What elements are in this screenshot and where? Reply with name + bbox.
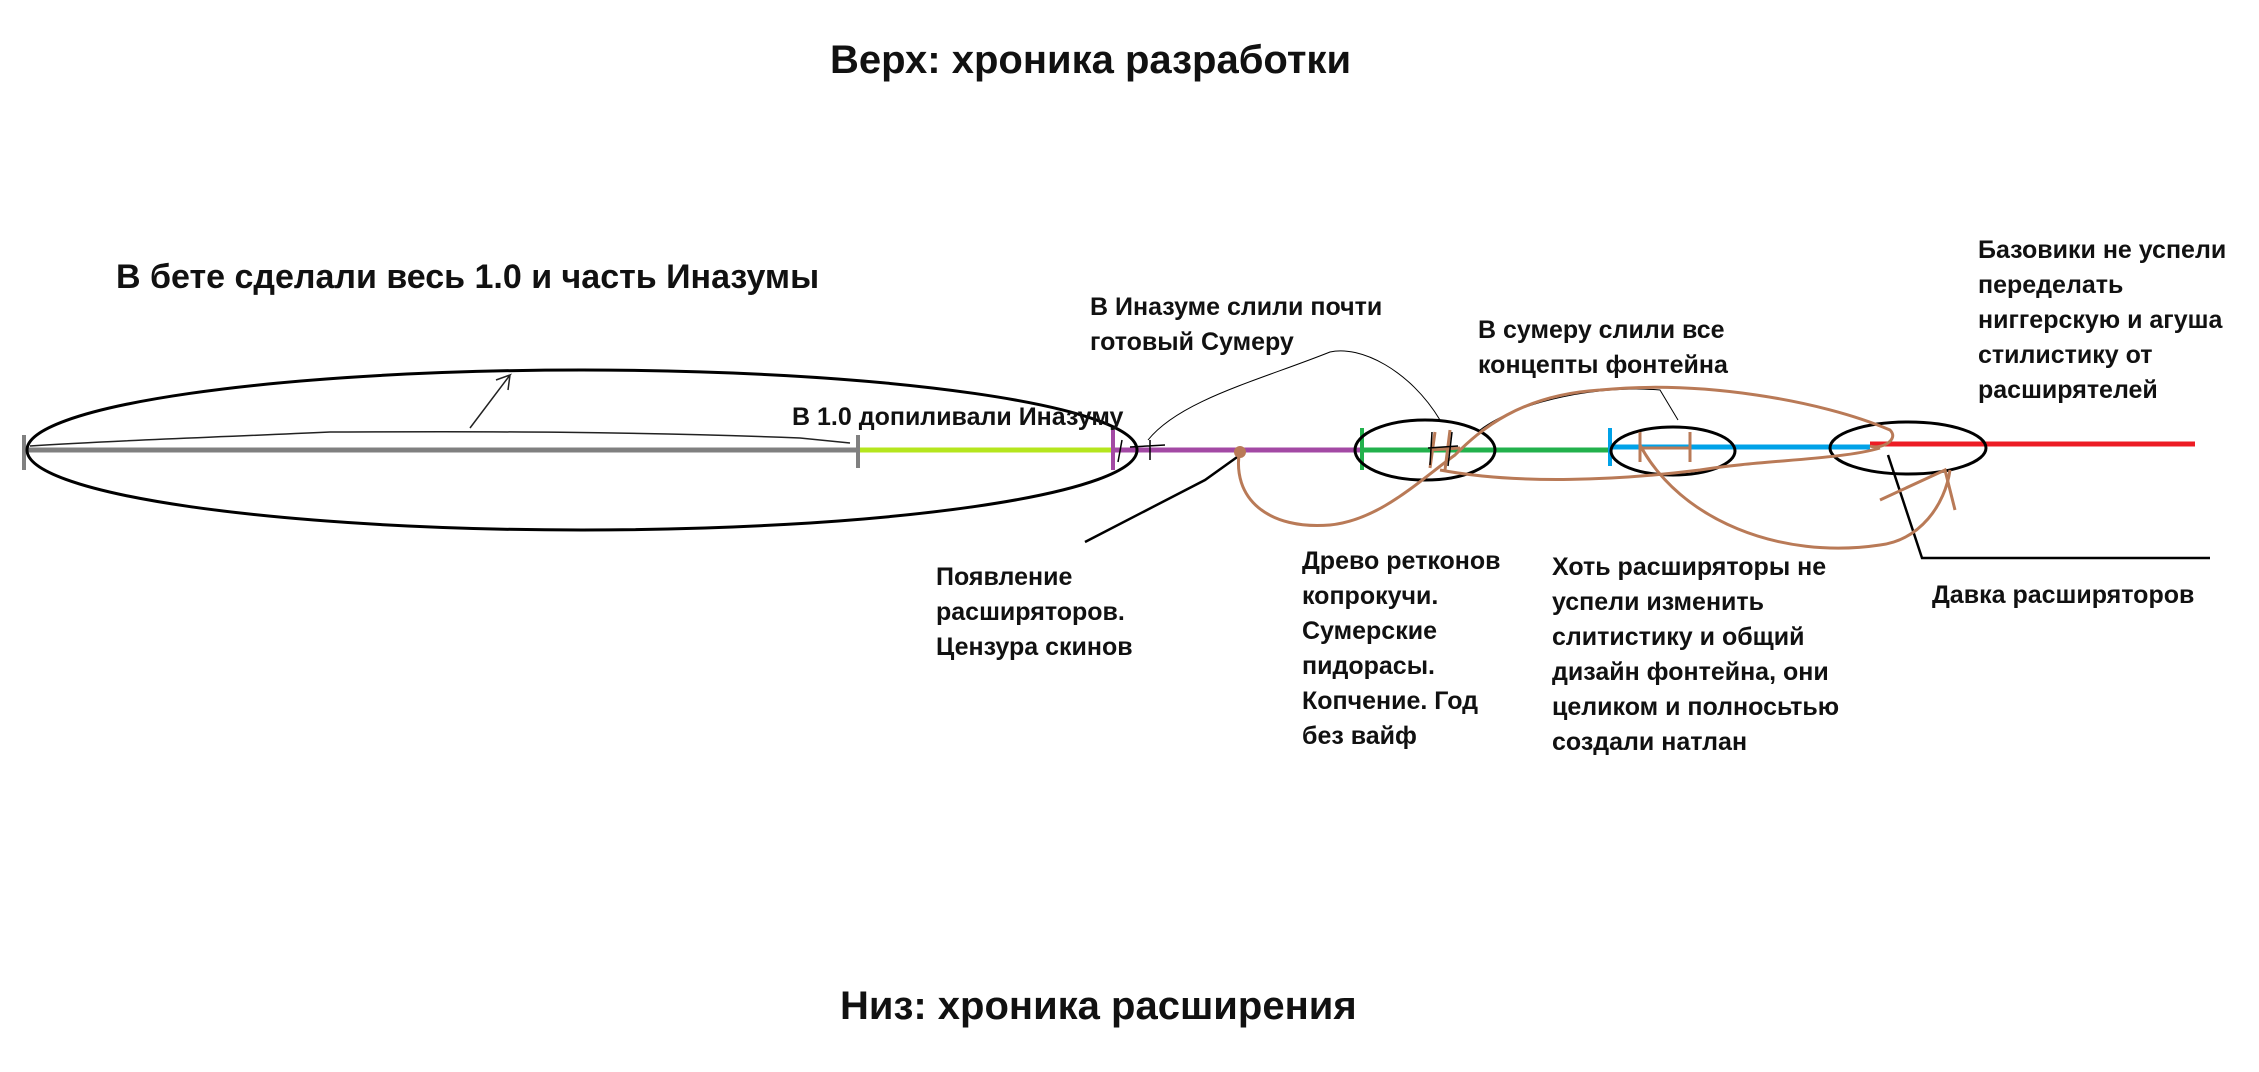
sumeru-ellipse	[1353, 418, 1497, 482]
brown-loop-3	[1638, 444, 1952, 550]
inazuma-scribble	[1117, 439, 1166, 463]
label-pressure: Давка расширяторов	[1932, 581, 2195, 609]
inazuma-leak-arrow	[1147, 350, 1441, 441]
fontaine-ellipse	[1609, 425, 1737, 477]
beta-label: В бете сделали весь 1.0 и часть Иназумы	[116, 258, 820, 296]
label-v10: В 1.0 допиливали Иназуму	[792, 403, 1124, 431]
pressure-pointer	[1886, 454, 2210, 560]
label-fontaine: Хоть расширяторы не успели изменить слит…	[1552, 553, 1840, 756]
bottom-title: Низ: хроника расширения	[840, 984, 1357, 1028]
label-basoviki: Базовики не успели переделать ниггерскую…	[1978, 236, 2227, 404]
beta-sketch	[29, 373, 851, 447]
beta-ellipse	[25, 368, 1139, 532]
top-title: Верх: хроника разработки	[830, 38, 1352, 82]
label-inazuma-leak: В Иназуме слили почти готовый Сумеру	[1090, 293, 1383, 356]
label-appearance: Появление расширяторов. Цензура скинов	[936, 563, 1133, 661]
brown-dot	[1234, 446, 1246, 458]
label-sumeru-leak: В сумеру слили все концепты фонтейна	[1478, 316, 1728, 379]
brown-loop-1	[1237, 385, 1894, 528]
appearance-pointer	[1084, 453, 1241, 544]
natlan-ellipse	[1828, 420, 1988, 476]
brown-loop-2	[1439, 446, 1881, 481]
sumeru-scribble	[1427, 431, 1459, 467]
brown-scribble-fontaine	[1638, 432, 1692, 462]
label-retcons: Древо ретконов копрокучи. Сумерские пидо…	[1302, 547, 1501, 750]
brown-arrow-natlan	[1879, 467, 1957, 511]
sumeru-leak-arrow	[1479, 388, 1679, 431]
